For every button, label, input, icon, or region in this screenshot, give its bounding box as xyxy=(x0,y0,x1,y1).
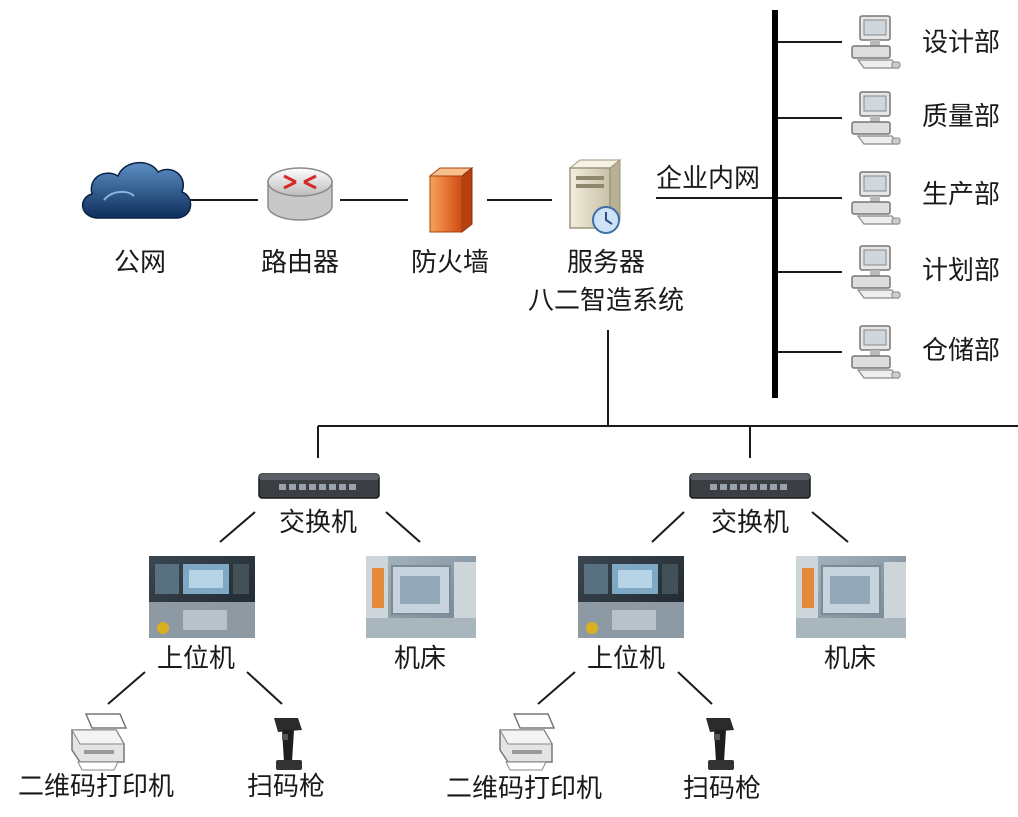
computer-icon xyxy=(851,91,901,145)
computer-icon xyxy=(851,171,901,225)
printer-icon xyxy=(499,713,555,771)
printer-icon xyxy=(71,713,127,771)
intranet-label: 企业内网 xyxy=(655,164,761,194)
public-net-label: 公网 xyxy=(113,248,167,278)
control-panel-photo xyxy=(578,556,684,638)
cloud-icon xyxy=(82,162,192,219)
firewall-icon xyxy=(428,166,474,234)
control-panel-photo xyxy=(149,556,255,638)
host-label: 上位机 xyxy=(586,644,666,674)
router-label: 路由器 xyxy=(260,248,340,278)
barcode-scanner-icon xyxy=(274,718,302,770)
server-icon xyxy=(568,158,622,234)
switch-icon xyxy=(689,473,811,499)
department-label: 设计部 xyxy=(922,28,1001,58)
machine-tool-photo xyxy=(795,555,907,639)
router-icon xyxy=(267,167,333,221)
machine-label: 机床 xyxy=(393,644,447,674)
computer-icon xyxy=(851,325,901,379)
department-label: 质量部 xyxy=(922,102,1001,132)
switch-icon xyxy=(258,473,380,499)
system-label: 八二智造系统 xyxy=(527,286,685,316)
printer-label: 二维码打印机 xyxy=(445,774,603,804)
department-label: 仓储部 xyxy=(922,336,1001,366)
printer-label: 二维码打印机 xyxy=(17,772,175,802)
machine-label: 机床 xyxy=(823,644,877,674)
barcode-scanner-icon xyxy=(706,718,734,770)
scanner-label: 扫码枪 xyxy=(682,774,762,804)
firewall-label: 防火墙 xyxy=(410,248,490,278)
machine-tool-photo xyxy=(365,555,477,639)
switch-label: 交换机 xyxy=(710,508,790,538)
scanner-label: 扫码枪 xyxy=(246,772,326,802)
switch-label: 交换机 xyxy=(278,508,358,538)
department-label: 计划部 xyxy=(922,256,1001,286)
connection-lines xyxy=(107,41,1018,705)
department-label: 生产部 xyxy=(922,180,1001,210)
host-label: 上位机 xyxy=(156,644,236,674)
server-label: 服务器 xyxy=(566,248,646,278)
computer-icon xyxy=(851,15,901,69)
computer-icon xyxy=(851,245,901,299)
